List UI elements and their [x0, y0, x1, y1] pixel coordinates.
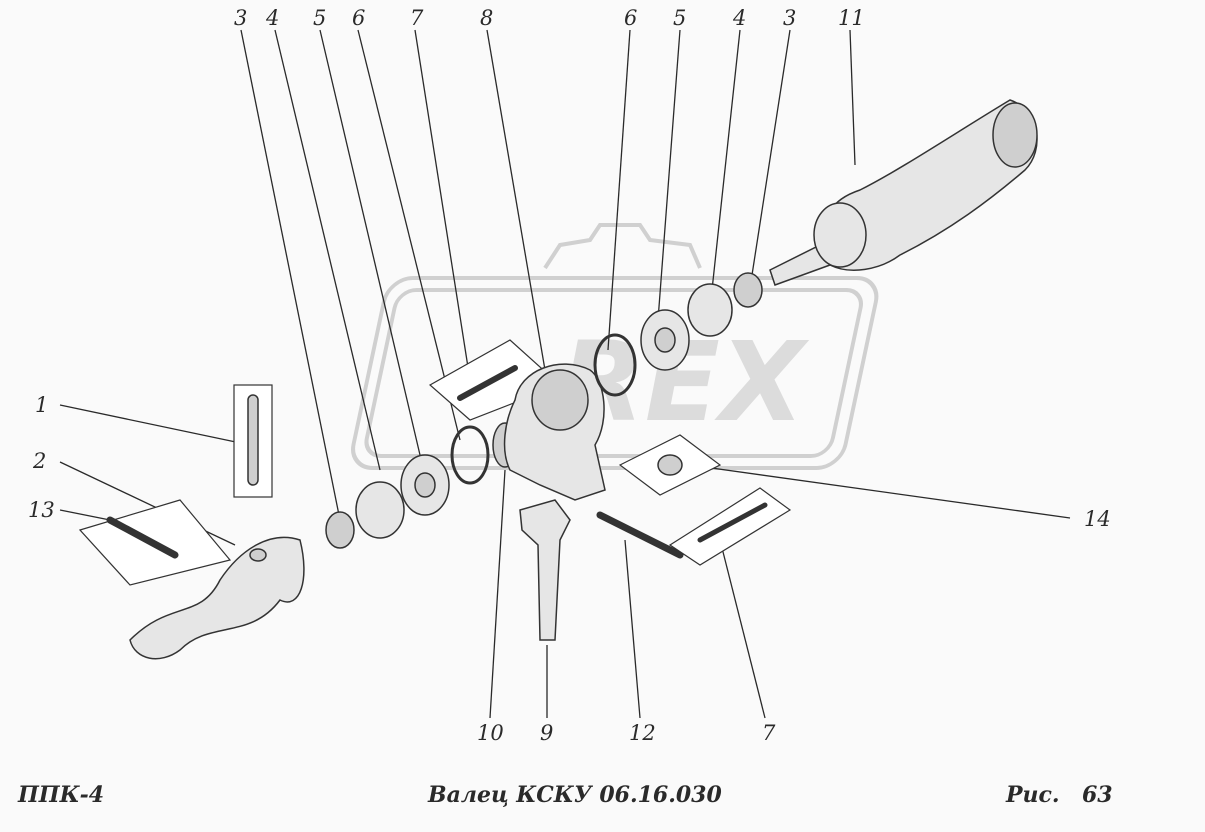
leader-3a	[240, 29, 341, 521]
callout-3a: 3	[234, 6, 247, 30]
leader-6b	[607, 29, 631, 351]
part-4b-bearing-housing	[687, 283, 733, 337]
part-7b-pin	[697, 502, 768, 543]
part-8-bore	[531, 369, 589, 431]
part-12-pin	[596, 511, 684, 559]
footer-figure-label: Рис.	[1006, 782, 1060, 808]
leader-5a	[319, 29, 421, 456]
leader-4a	[274, 29, 381, 471]
callout-7b: 7	[762, 721, 776, 745]
callout-13: 13	[28, 498, 55, 522]
leader-11	[849, 29, 856, 166]
callout-12: 12	[629, 721, 656, 745]
callout-2: 2	[32, 449, 46, 473]
leader-lines	[59, 29, 1071, 719]
callout-7a: 7	[410, 6, 424, 30]
leader-10	[489, 469, 506, 719]
part-9-bolt	[519, 499, 571, 641]
callout-4a: 4	[265, 6, 279, 30]
part-1-pin	[247, 394, 259, 486]
part-13-pin	[106, 516, 179, 559]
leader-13	[59, 509, 111, 521]
callout-1: 1	[35, 393, 48, 417]
part-3a-bushing	[325, 511, 355, 549]
leader-1	[59, 404, 251, 446]
leader-8	[486, 29, 546, 371]
part-14-fitting	[657, 454, 683, 476]
part-2-hole	[249, 548, 267, 562]
callout-14: 14	[1084, 507, 1111, 531]
callout-10: 10	[477, 721, 504, 745]
leader-5b	[657, 29, 681, 321]
callout-6b: 6	[624, 6, 637, 30]
callout-9: 9	[540, 721, 553, 745]
callout-3b: 3	[783, 6, 796, 30]
callout-6a: 6	[352, 6, 365, 30]
part-6b-ring	[593, 333, 637, 397]
part-11-end	[992, 102, 1038, 168]
part-11-hub	[813, 202, 867, 268]
callout-5b: 5	[673, 6, 686, 30]
part-7a-pin	[457, 365, 518, 401]
part-2-auger	[129, 536, 305, 660]
leader-7a	[414, 29, 471, 381]
leader-6a	[357, 29, 461, 441]
part-6a-ring	[450, 425, 490, 485]
leader-7b	[719, 539, 766, 719]
footer-figure-number: 63	[1082, 782, 1113, 808]
leader-3b	[751, 29, 791, 276]
callout-4b: 4	[732, 6, 746, 30]
callout-11: 11	[838, 6, 865, 30]
footer-assembly-title: Валец КСКУ 06.16.030	[428, 782, 722, 808]
part-5a-bore	[414, 472, 436, 498]
leader-4b	[711, 29, 741, 291]
callout-5a: 5	[313, 6, 326, 30]
callout-8: 8	[480, 6, 493, 30]
leader-14	[689, 464, 1071, 519]
leader-12	[624, 539, 641, 719]
footer-model: ППК-4	[18, 782, 105, 808]
parts	[78, 99, 1038, 660]
part-5b-bore	[654, 327, 676, 353]
part-3b-bushing	[733, 272, 763, 308]
part-4a-bearing-housing	[355, 481, 405, 539]
callout-labels: 3 4 5 6 7 8 6 5 4 3 11 1 2 13 14 10 9 12…	[28, 6, 1111, 745]
